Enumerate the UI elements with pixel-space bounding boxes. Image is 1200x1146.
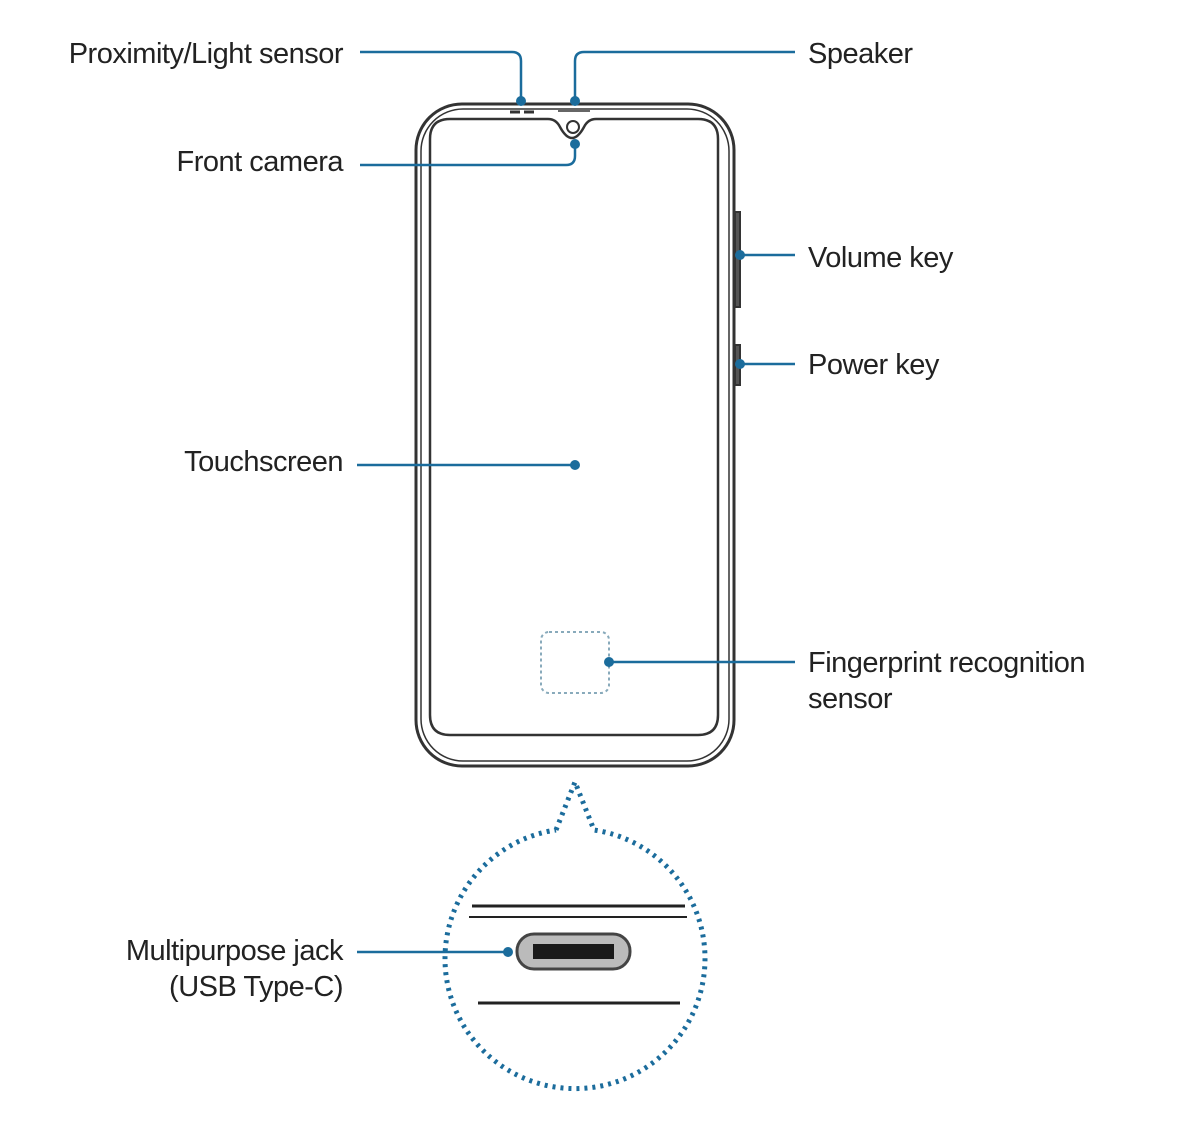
label-power-key: Power key: [808, 349, 939, 381]
label-multipurpose-jack: Multipurpose jack: [125, 935, 344, 967]
label-speaker: Speaker: [808, 38, 913, 70]
leader-lines: [357, 50, 795, 954]
label-volume-key: Volume key: [808, 242, 953, 274]
leader-dots: [503, 96, 745, 957]
label-front-camera: Front camera: [176, 146, 344, 178]
label-fingerprint-line1: Fingerprint recognition: [808, 647, 1086, 679]
fingerprint-area: [540, 631, 610, 694]
label-fingerprint-line2: sensor: [808, 683, 893, 715]
label-usb-type-c: (USB Type-C): [169, 971, 343, 1003]
front-camera-lens: [566, 120, 580, 134]
label-touchscreen: Touchscreen: [184, 446, 343, 478]
phone-body: [414, 102, 741, 768]
usb-zoom-callout: [442, 775, 708, 1092]
label-proximity-light-sensor: Proximity/Light sensor: [68, 38, 344, 70]
